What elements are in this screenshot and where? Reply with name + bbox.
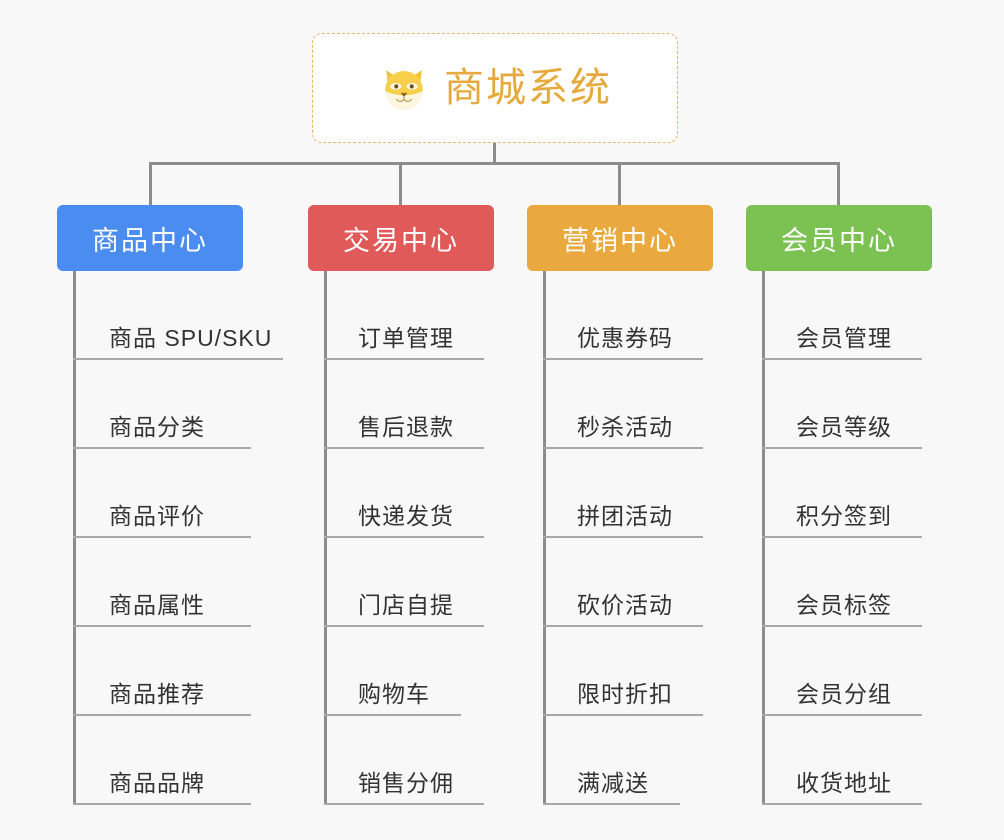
leaf-item-label: 销售分佣 [358, 770, 454, 796]
leaf-item-label: 商品属性 [109, 592, 205, 618]
leaf-item[interactable]: 商品品牌 [73, 716, 251, 805]
leaf-item-label: 快递发货 [358, 503, 454, 529]
leaf-item-label: 售后退款 [358, 414, 454, 440]
branch-column-4: 会员中心 会员管理 会员等级 积分签到 会员标签 会员分组 收货地址 [746, 205, 932, 805]
leaf-item-label: 会员分组 [796, 681, 892, 707]
leaf-item-label: 收货地址 [796, 770, 892, 796]
leaf-item[interactable]: 限时折扣 [543, 627, 703, 716]
leaf-item-label: 会员等级 [796, 414, 892, 440]
branch-spine-4 [762, 271, 765, 805]
leaf-item[interactable]: 购物车 [324, 627, 461, 716]
leaf-item[interactable]: 会员管理 [762, 271, 922, 360]
leaf-item-label: 砍价活动 [577, 592, 673, 618]
leaf-item[interactable]: 秒杀活动 [543, 360, 703, 449]
connector-drop-3 [618, 162, 621, 207]
leaf-item-label: 会员标签 [796, 592, 892, 618]
leaf-item[interactable]: 商品推荐 [73, 627, 251, 716]
leaf-item-label: 商品品牌 [109, 770, 205, 796]
leaf-item[interactable]: 砍价活动 [543, 538, 703, 627]
root-node[interactable]: 商城系统 [312, 33, 678, 143]
leaf-item[interactable]: 拼团活动 [543, 449, 703, 538]
leaf-item-label: 商品 SPU/SKU [109, 325, 273, 351]
leaf-item-label: 积分签到 [796, 503, 892, 529]
leaf-item-label: 商品评价 [109, 503, 205, 529]
root-title: 商城系统 [444, 66, 612, 110]
branch-column-3: 营销中心 优惠券码 秒杀活动 拼团活动 砍价活动 限时折扣 满减送 [527, 205, 713, 805]
branch-spine-2 [324, 271, 327, 805]
leaf-list-2: 订单管理 售后退款 快递发货 门店自提 购物车 销售分佣 [324, 271, 484, 805]
leaf-item[interactable]: 快递发货 [324, 449, 484, 538]
category-header-3-label: 营销中心 [562, 225, 678, 256]
leaf-item[interactable]: 商品属性 [73, 538, 251, 627]
leaf-item-label: 商品分类 [109, 414, 205, 440]
category-header-4-label: 会员中心 [781, 225, 897, 256]
leaf-item-label: 秒杀活动 [577, 414, 673, 440]
leaf-item-label: 订单管理 [358, 325, 454, 351]
leaf-item[interactable]: 优惠券码 [543, 271, 703, 360]
leaf-item[interactable]: 门店自提 [324, 538, 484, 627]
branch-spine-1 [73, 271, 76, 805]
connector-drop-4 [837, 162, 840, 207]
connector-horizontal-bus [150, 162, 839, 165]
leaf-item-label: 购物车 [358, 681, 430, 707]
branch-column-2: 交易中心 订单管理 售后退款 快递发货 门店自提 购物车 销售分佣 [308, 205, 494, 805]
category-header-1-label: 商品中心 [92, 225, 208, 256]
branch-column-1: 商品中心 商品 SPU/SKU 商品分类 商品评价 商品属性 商品推荐 商品品牌 [57, 205, 283, 805]
leaf-list-1: 商品 SPU/SKU 商品分类 商品评价 商品属性 商品推荐 商品品牌 [73, 271, 283, 805]
leaf-item[interactable]: 积分签到 [762, 449, 922, 538]
leaf-item[interactable]: 订单管理 [324, 271, 484, 360]
shiba-dog-face-icon [385, 70, 423, 110]
leaf-item-label: 优惠券码 [577, 325, 673, 351]
leaf-item-label: 商品推荐 [109, 681, 205, 707]
leaf-item[interactable]: 收货地址 [762, 716, 922, 805]
leaf-item[interactable]: 会员等级 [762, 360, 922, 449]
category-header-2[interactable]: 交易中心 [308, 205, 494, 271]
leaf-item[interactable]: 商品评价 [73, 449, 251, 538]
leaf-item-label: 拼团活动 [577, 503, 673, 529]
branch-spine-3 [543, 271, 546, 805]
leaf-item-label: 限时折扣 [577, 681, 673, 707]
leaf-item[interactable]: 满减送 [543, 716, 680, 805]
connector-drop-2 [399, 162, 402, 207]
leaf-list-3: 优惠券码 秒杀活动 拼团活动 砍价活动 限时折扣 满减送 [543, 271, 703, 805]
leaf-item[interactable]: 会员分组 [762, 627, 922, 716]
leaf-item-label: 门店自提 [358, 592, 454, 618]
leaf-item[interactable]: 销售分佣 [324, 716, 484, 805]
leaf-item-label: 会员管理 [796, 325, 892, 351]
category-header-1[interactable]: 商品中心 [57, 205, 243, 271]
leaf-item[interactable]: 会员标签 [762, 538, 922, 627]
leaf-item[interactable]: 售后退款 [324, 360, 484, 449]
leaf-item-label: 满减送 [577, 770, 649, 796]
connector-root-stem [493, 143, 496, 165]
connector-drop-1 [149, 162, 152, 207]
category-header-4[interactable]: 会员中心 [746, 205, 932, 271]
leaf-item[interactable]: 商品 SPU/SKU [73, 271, 283, 360]
leaf-item[interactable]: 商品分类 [73, 360, 251, 449]
category-header-2-label: 交易中心 [343, 225, 459, 256]
category-header-3[interactable]: 营销中心 [527, 205, 713, 271]
leaf-list-4: 会员管理 会员等级 积分签到 会员标签 会员分组 收货地址 [762, 271, 922, 805]
